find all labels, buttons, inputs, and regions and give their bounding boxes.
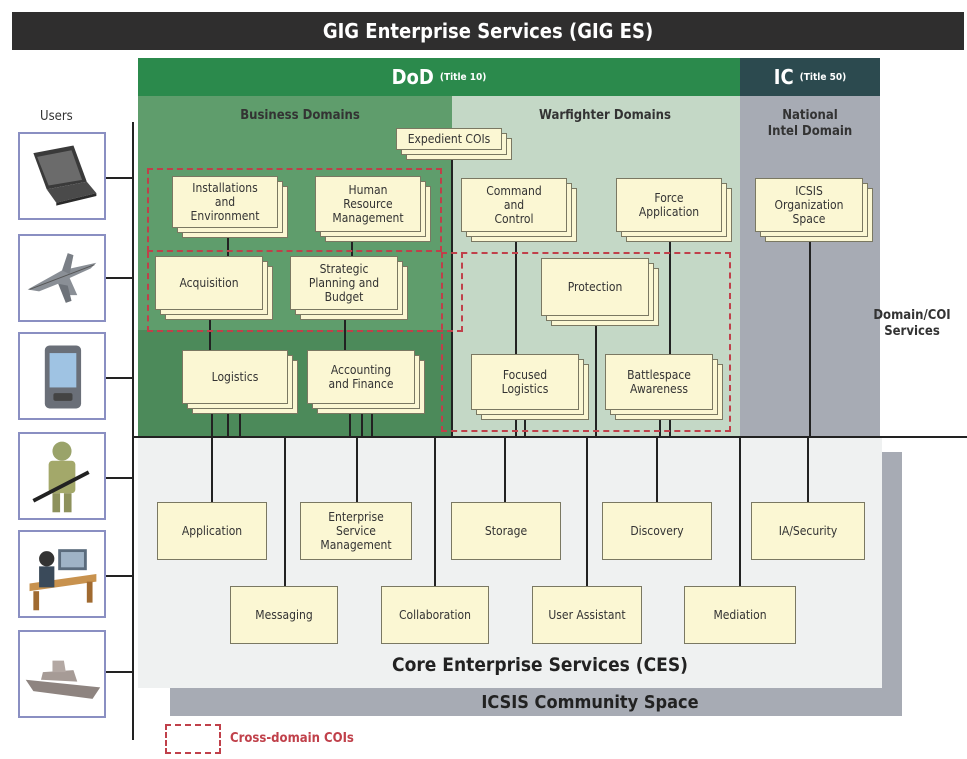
coi-strategic: Strategic Planning and Budget	[290, 256, 408, 320]
coi-expedient: Expedient COIs	[396, 128, 512, 160]
coi-command-control: Command and Control	[461, 178, 577, 242]
national-intel-label: National Intel Domain	[767, 108, 853, 139]
ces-ia-security: IA/Security	[751, 502, 865, 560]
cross-domain-coi-outline-business	[147, 168, 442, 252]
dod-header: DoD (Title 10)	[138, 58, 740, 96]
ship-icon	[18, 630, 106, 718]
laptop-icon	[18, 132, 106, 220]
cross-domain-coi-outline-warfighter	[441, 252, 731, 432]
coi-force-application: Force Application	[616, 178, 732, 242]
ic-sub: (Title 50)	[799, 71, 847, 83]
ces-enterprise-service-management: Enterprise Service Management	[300, 502, 412, 560]
coi-installations: Installations and Environment	[172, 176, 288, 238]
business-domains-label: Business Domains	[240, 108, 360, 123]
jet-icon	[18, 234, 106, 322]
ic-label: IC	[773, 65, 794, 89]
dod-sub: (Title 10)	[439, 71, 487, 83]
ces-application: Application	[157, 502, 267, 560]
ces-label: Core Enterprise Services (CES)	[392, 654, 688, 676]
icsis-community-label: ICSIS Community Space	[481, 692, 699, 713]
ces-messaging: Messaging	[230, 586, 338, 644]
coi-battlespace: Battlespace Awareness	[605, 354, 723, 420]
coi-logistics: Logistics	[182, 350, 298, 414]
title-bar: GIG Enterprise Services (GIG ES)	[12, 12, 964, 50]
coi-protection: Protection	[541, 258, 659, 326]
warfighter-domains-label: Warfighter Domains	[539, 108, 671, 123]
ces-user-assistant: User Assistant	[532, 586, 642, 644]
ces-region	[138, 438, 882, 688]
users-label: Users	[40, 109, 73, 124]
desk-operator-icon	[18, 530, 106, 618]
domain-coi-label: Domain/COI Services	[873, 308, 951, 339]
ces-discovery: Discovery	[602, 502, 712, 560]
coi-icsis-organization: ICSIS Organization Space	[755, 178, 873, 242]
soldier-icon	[18, 432, 106, 520]
coi-accounting: Accounting and Finance	[307, 350, 425, 414]
ic-header: IC (Title 50)	[740, 58, 880, 96]
coi-human-resource: Human Resource Management	[315, 176, 431, 242]
coi-acquisition: Acquisition	[155, 256, 273, 320]
dod-label: DoD	[391, 65, 434, 89]
ces-storage: Storage	[451, 502, 561, 560]
cross-domain-coi-outline-business-lower	[147, 252, 463, 332]
legend-swatch	[165, 724, 221, 754]
ces-mediation: Mediation	[684, 586, 796, 644]
ces-collaboration: Collaboration	[381, 586, 489, 644]
coi-focused-logistics: Focused Logistics	[471, 354, 589, 420]
legend-label: Cross-domain COIs	[230, 731, 354, 746]
pda-icon	[18, 332, 106, 420]
